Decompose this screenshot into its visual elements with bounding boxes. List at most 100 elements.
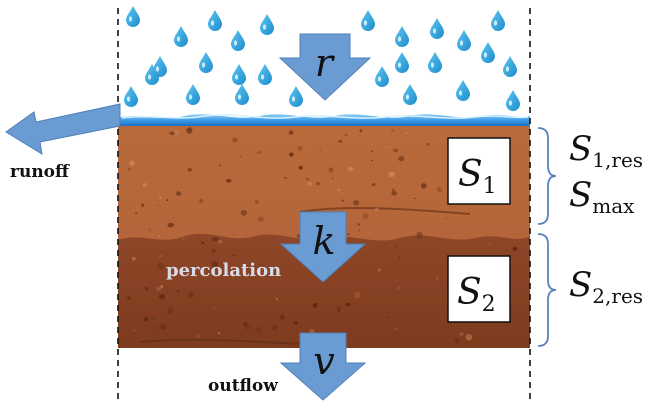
raindrop-icon (258, 64, 272, 85)
soil-speck (243, 322, 248, 327)
soil-speck (254, 199, 259, 204)
soil-speck (338, 139, 343, 143)
soil-speck (392, 148, 399, 153)
soil-speck (187, 168, 192, 172)
soil-speck (199, 198, 204, 204)
lower-residual-parameter: S2,res (569, 265, 643, 308)
runoff-arrow (5, 103, 121, 155)
raindrop-icon (199, 52, 213, 73)
soil-speck (257, 216, 265, 223)
upper-max-parameter: Smax (569, 175, 635, 218)
soil-speck (398, 156, 405, 162)
soil-speck (397, 286, 401, 290)
soil-speck (279, 314, 285, 320)
raindrop-icon (231, 30, 245, 51)
raindrop-icon (208, 10, 222, 31)
soil-speck (371, 150, 374, 153)
lower-storage-subscript: 2 (482, 292, 496, 317)
soil-speck (445, 217, 448, 219)
raindrop-highlight (508, 100, 513, 106)
raindrop-highlight (233, 40, 238, 46)
soil-speck (319, 149, 322, 151)
raindrop-highlight (363, 20, 368, 26)
raindrop-icon (395, 52, 409, 73)
soil-speck (158, 294, 166, 300)
raindrop-icon (145, 64, 159, 85)
soil-speck (371, 183, 376, 186)
soil-speck (217, 240, 223, 244)
soil-speck (359, 129, 363, 133)
raindrop-highlight (377, 76, 382, 82)
soil-speck (375, 207, 379, 211)
raindrop-icon (126, 6, 140, 27)
soil-speck (387, 145, 390, 147)
raindrop-icon (260, 14, 274, 35)
soil-crack (139, 338, 301, 345)
soil-speck (275, 298, 279, 301)
soil-speck (405, 132, 408, 135)
soil-speck (196, 334, 200, 338)
percolation-rate-symbol: k (312, 219, 335, 263)
soil-speck (244, 325, 252, 330)
soil-speck (157, 204, 160, 207)
soil-speck (134, 212, 138, 215)
soil-speck (293, 321, 298, 325)
raindrop-icon (506, 90, 520, 111)
upper-storage-symbol: S (458, 154, 483, 195)
lower-storage-box: S2 (447, 255, 511, 323)
raindrop-highlight (237, 94, 242, 100)
raindrop-icon (235, 84, 249, 105)
soil-speck (331, 180, 333, 183)
lower-storage-symbol: S (457, 272, 482, 313)
soil-speck (388, 171, 396, 177)
soil-speck (166, 199, 169, 202)
soil-speck (351, 324, 354, 327)
raindrop-highlight (126, 96, 131, 102)
soil-speck (358, 335, 362, 338)
soil-speck (157, 262, 164, 270)
soil-speck (142, 183, 147, 187)
raindrop-highlight (397, 36, 402, 42)
raindrop-icon (491, 10, 505, 31)
upper-residual-parameter: S1,res (569, 129, 643, 172)
raindrop-highlight (459, 40, 464, 46)
soil-speck (232, 254, 235, 257)
raindrop-highlight (188, 94, 193, 100)
soil-speck (337, 188, 341, 191)
soil-speck (435, 277, 439, 280)
soil-speck (218, 164, 222, 167)
soil-speck (394, 327, 397, 331)
water-highlight (121, 114, 529, 119)
upper-storage-subscript: 1 (483, 174, 497, 199)
soil-speck (357, 223, 360, 226)
raindrop-icon (124, 86, 138, 107)
soil-speck (416, 231, 423, 239)
raindrop-highlight (201, 62, 206, 68)
raindrop-icon (481, 42, 495, 63)
soil-speck (188, 292, 194, 298)
soil-speck (226, 178, 232, 183)
soil-speck (312, 303, 318, 308)
runoff-label: runoff (10, 162, 70, 182)
raindrop-highlight (260, 74, 265, 80)
soil-speck (167, 308, 174, 314)
soil-speck (159, 196, 163, 200)
soil-speck (201, 241, 205, 244)
raindrop-highlight (405, 94, 410, 100)
soil-speck (212, 237, 219, 241)
soil-speck (132, 257, 136, 260)
raindrop-highlight (155, 66, 160, 72)
soil-speck (307, 181, 313, 186)
soil-speck (132, 329, 136, 332)
soil-speck (488, 242, 491, 245)
soil-crack (299, 206, 471, 215)
soil-speck (186, 127, 193, 134)
soil-speck (297, 146, 304, 151)
percolation-label: percolation (166, 260, 281, 281)
soil-speck (386, 316, 389, 318)
soil-speck (156, 287, 162, 291)
raindrop-highlight (397, 62, 402, 68)
raindrop-highlight (128, 16, 133, 22)
